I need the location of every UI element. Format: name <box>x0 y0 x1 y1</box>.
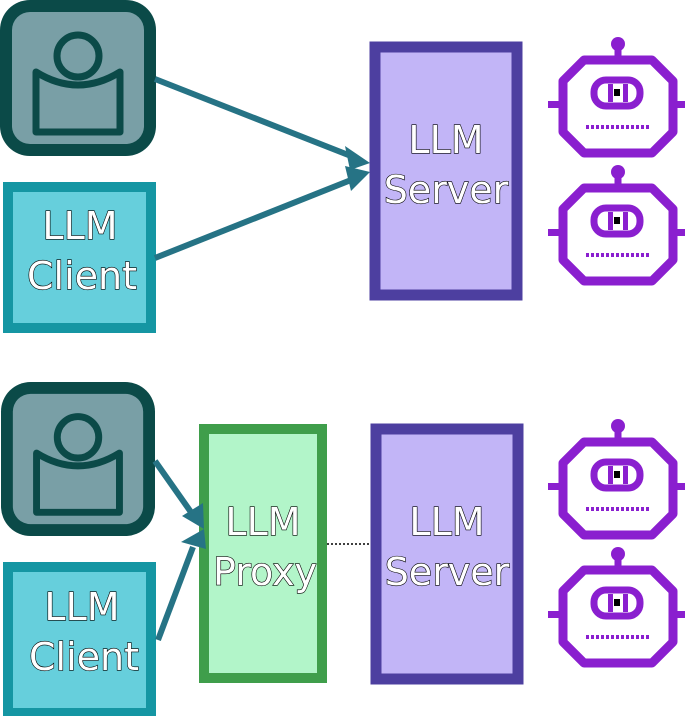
user-icon <box>0 0 156 156</box>
top-llm-client-box: LLM Client <box>3 182 156 333</box>
robot-icon <box>548 165 685 281</box>
arrowhead <box>345 146 370 170</box>
bottom-llm-client-box: LLM Client <box>3 562 156 716</box>
arrowhead <box>345 166 370 191</box>
arrow-client-to-server <box>153 175 358 261</box>
robot-icon <box>548 37 685 153</box>
server-label-line1: LLM <box>409 500 484 544</box>
bottom-diagram: LLM Client LLM Proxy LLM Server <box>1 382 685 716</box>
robot-icon <box>548 547 685 663</box>
top-llm-server-box: LLM Server <box>369 41 523 301</box>
top-arrows <box>153 76 370 261</box>
client-label-line1: LLM <box>42 204 117 248</box>
top-diagram: LLM Client LLM Server <box>0 0 685 333</box>
client-label-line1: LLM <box>44 585 119 629</box>
robot-icon <box>548 419 685 535</box>
bottom-arrows <box>152 459 206 642</box>
proxy-label-line2: Proxy <box>213 550 317 594</box>
llm-proxy-box: LLM Proxy <box>199 424 327 683</box>
arrow-user-to-server <box>153 76 358 161</box>
arrowhead <box>181 529 206 549</box>
server-label-line2: Server <box>384 168 509 212</box>
arrow-user-to-proxy <box>152 459 196 517</box>
proxy-label-line1: LLM <box>225 500 300 544</box>
server-label-line1: LLM <box>408 118 483 162</box>
client-label-line2: Client <box>29 635 139 679</box>
arrowhead <box>182 503 204 529</box>
user-icon <box>1 382 155 536</box>
server-label-line2: Server <box>385 550 510 594</box>
arrow-client-to-proxy <box>155 545 196 642</box>
bottom-llm-server-box: LLM Server <box>370 423 524 685</box>
client-label-line2: Client <box>27 254 137 298</box>
